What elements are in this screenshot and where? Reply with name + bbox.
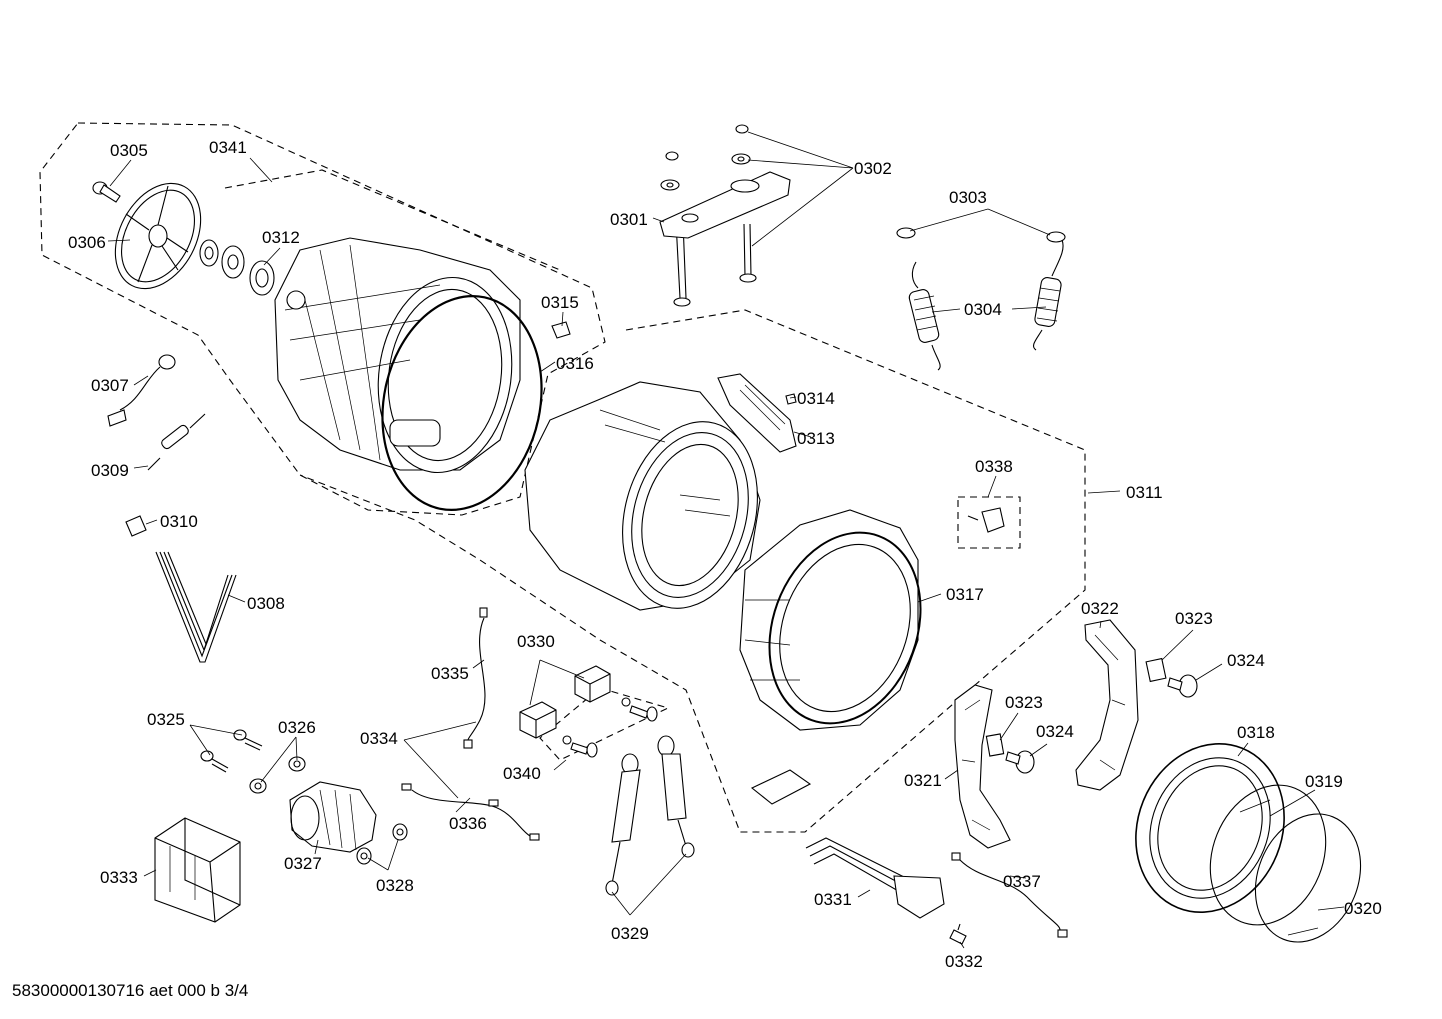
part-0322-weight: [1075, 619, 1139, 791]
label-0334: 0334: [360, 729, 398, 748]
part-0308-belt: [155, 551, 237, 663]
part-0324-bolt-lower: [1005, 750, 1035, 774]
label-0307: 0307: [91, 376, 129, 395]
label-0308: 0308: [247, 594, 285, 613]
part-0332-sensor: [949, 923, 967, 945]
part-0320-clamp-ring: [1254, 813, 1362, 943]
label-0303: 0303: [949, 188, 987, 207]
label-0332: 0332: [945, 952, 983, 971]
label-0331: 0331: [814, 890, 852, 909]
label-0312: 0312: [262, 228, 300, 247]
part-0316-ring: [381, 295, 543, 511]
label-0311: 0311: [1126, 483, 1163, 502]
part-bearing-1: [199, 239, 219, 267]
part-0331-heater: [805, 837, 945, 919]
part-0323-pad-lower: [985, 733, 1005, 757]
part-0304-spring-left: [908, 261, 941, 371]
part-0301-bracket: [659, 171, 791, 239]
label-0340: 0340: [503, 764, 541, 783]
label-0319: 0319: [1305, 772, 1343, 791]
outline-drum-group-0311: [299, 309, 1086, 833]
label-0330: 0330: [517, 632, 555, 651]
part-0338-sensor: [981, 507, 1005, 533]
label-0305: 0305: [110, 141, 148, 160]
part-0329-shock-absorbers: [605, 735, 695, 896]
outline-0338-box: [957, 496, 1021, 549]
part-0318-door-seal: [1135, 743, 1285, 913]
label-0317: 0317: [946, 585, 984, 604]
label-0327: 0327: [284, 854, 322, 873]
label-0320: 0320: [1344, 899, 1382, 918]
outline-tub-group-0341: [39, 122, 606, 516]
part-0315-screw: [551, 321, 571, 339]
label-0329: 0329: [611, 924, 649, 943]
part-0313-lifter: [717, 373, 797, 453]
part-0307-sensor: [107, 354, 176, 427]
part-0335-wire: [463, 607, 488, 749]
label-0321: 0321: [904, 771, 942, 790]
part-0314-screw: [785, 393, 797, 405]
label-0314: 0314: [797, 389, 835, 408]
part-0305-bolt: [92, 181, 121, 203]
part-0323-pad-upper: [1145, 657, 1167, 683]
label-0324-lower: 0324: [1036, 722, 1074, 741]
label-0323-upper: 0323: [1175, 609, 1213, 628]
label-0337: 0337: [1003, 872, 1041, 891]
label-0338: 0338: [975, 457, 1013, 476]
part-0312-seal: [249, 260, 275, 296]
part-0302-fasteners: [660, 124, 757, 307]
part-0328-bushings: [356, 823, 408, 865]
label-0301: 0301: [610, 210, 648, 229]
label-0306: 0306: [68, 233, 106, 252]
part-labels: 0305 0341 0306 0312 0315 0316 0307 0309 …: [68, 138, 1382, 971]
part-0324-bolt-upper: [1167, 674, 1198, 698]
part-0304-spring-right: [1033, 239, 1064, 351]
label-0315: 0315: [541, 293, 579, 312]
part-0306-pulley: [114, 182, 202, 290]
label-0335: 0335: [431, 664, 469, 683]
part-0321-weight: [954, 684, 1011, 849]
label-0333: 0333: [100, 868, 138, 887]
part-bracket-lower: [750, 769, 812, 805]
label-0302: 0302: [854, 159, 892, 178]
part-0325-screws: [200, 729, 263, 773]
label-0341: 0341: [209, 138, 247, 157]
part-0319-clamp-ring: [1209, 784, 1327, 926]
part-0317-front-tub: [739, 509, 922, 731]
group-outlines: [39, 122, 1086, 833]
leader-lines: [107, 131, 1345, 949]
part-0303-washer-left: [896, 227, 916, 239]
outline-tub-inner: [224, 169, 561, 271]
part-0310-clip: [125, 515, 147, 537]
part-0336-wire: [401, 783, 540, 841]
label-0309: 0309: [91, 461, 129, 480]
label-0325: 0325: [147, 710, 185, 729]
label-0310: 0310: [160, 512, 198, 531]
label-0304: 0304: [964, 300, 1002, 319]
label-0322: 0322: [1081, 599, 1119, 618]
part-0309-spring: [147, 413, 206, 471]
part-0330-blocks: [519, 665, 611, 739]
part-0333-control-module: [154, 817, 241, 923]
part-0327-motor: [289, 781, 377, 853]
document-reference-code: 58300000130716 aet 000 b 3/4: [12, 981, 249, 1000]
part-0311-drum: [524, 381, 761, 611]
label-0336: 0336: [449, 814, 487, 833]
label-0328: 0328: [376, 876, 414, 895]
part-0326-nuts: [249, 756, 306, 794]
label-0323-lower: 0323: [1005, 693, 1043, 712]
part-0337-wire: [951, 852, 1068, 938]
part-0340-bolts: [562, 697, 658, 758]
label-0326: 0326: [278, 718, 316, 737]
part-0341-rear-tub: [274, 237, 521, 474]
part-bearing-2: [221, 245, 245, 279]
label-0324-upper: 0324: [1227, 651, 1265, 670]
parts: [92, 124, 1362, 945]
label-0316: 0316: [556, 354, 594, 373]
label-0318: 0318: [1237, 723, 1275, 742]
outline-0340-box: [539, 687, 670, 761]
label-0313: 0313: [797, 429, 835, 448]
